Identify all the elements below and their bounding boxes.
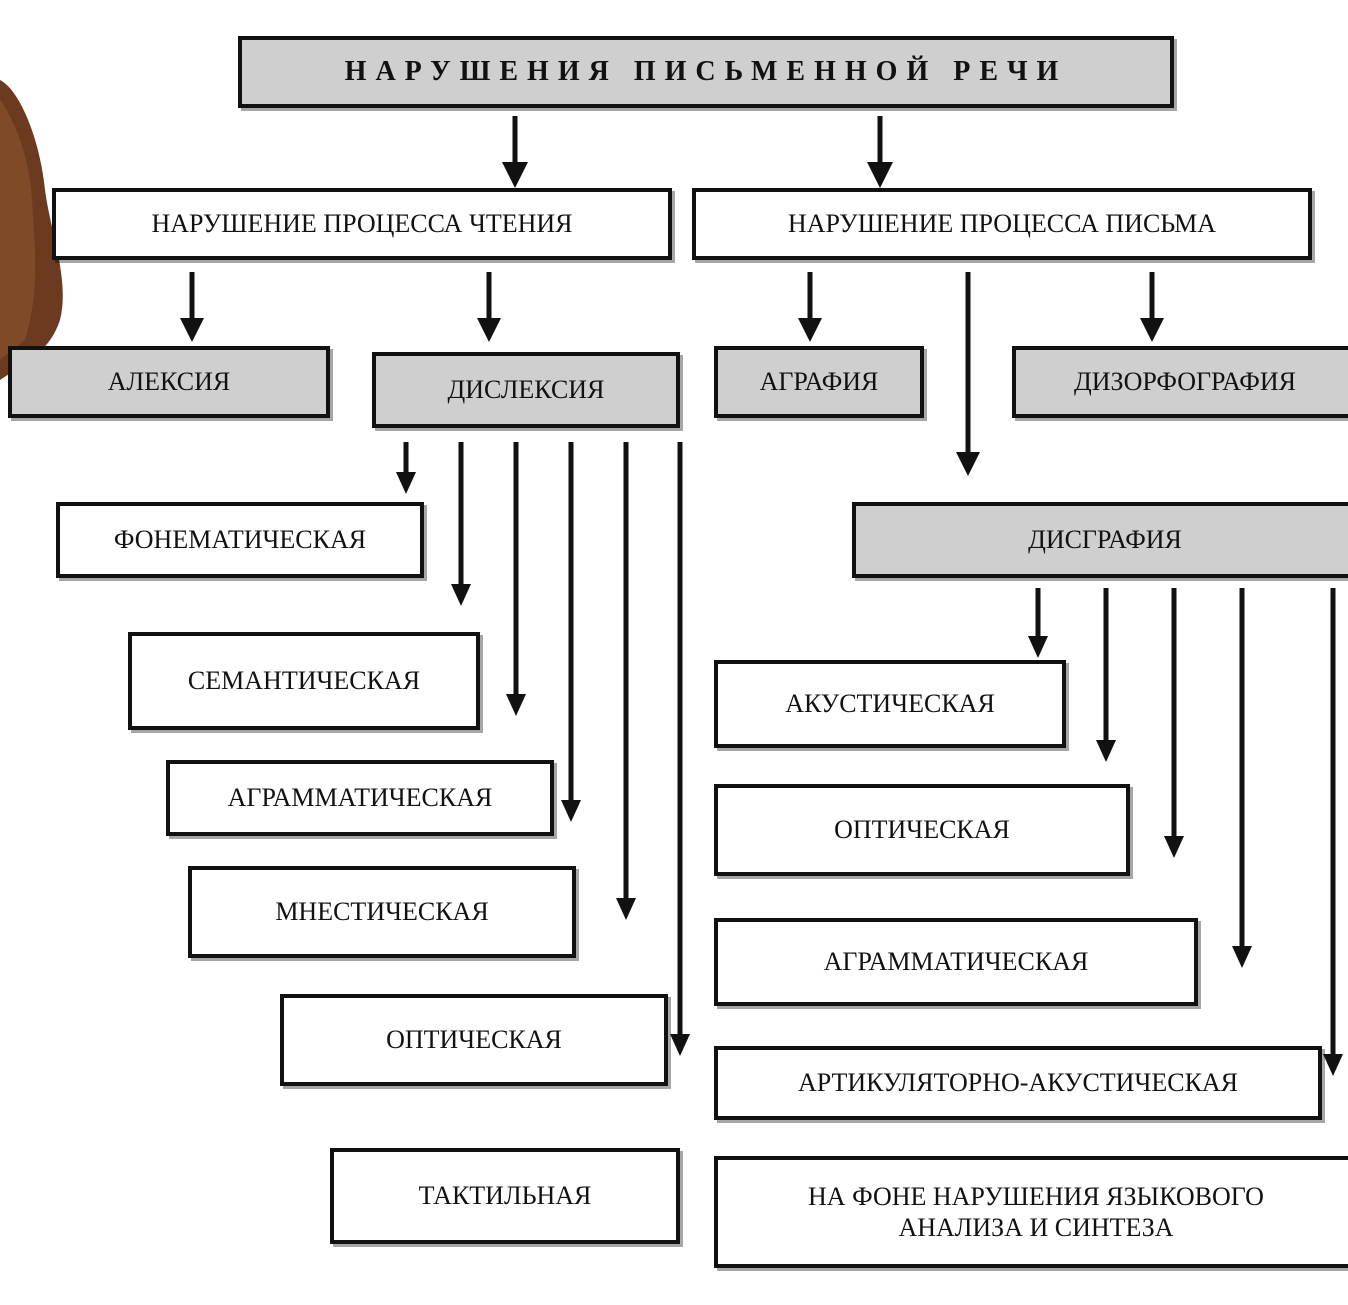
dyslexia-type-box: АГРАММАТИЧЕСКАЯ [166, 760, 554, 836]
reading-disorder-box: НАРУШЕНИЕ ПРОЦЕССА ЧТЕНИЯ [52, 188, 672, 260]
arrow-head [1323, 1054, 1343, 1076]
arrow-head [1096, 740, 1116, 762]
arrow-head [867, 162, 893, 188]
dysgraphia-type-box: АРТИКУЛЯТОРНО-АКУСТИЧЕСКАЯ [714, 1046, 1322, 1120]
arrow-head [616, 898, 636, 920]
arrow-head [180, 318, 204, 342]
dyslexia-type-box: ТАКТИЛЬНАЯ [330, 1148, 680, 1244]
arrow-head [561, 800, 581, 822]
arrow-head [502, 162, 528, 188]
dyslexia-type-box: МНЕСТИЧЕСКАЯ [188, 866, 576, 958]
arrow-head [396, 472, 416, 494]
arrow-head [956, 452, 980, 476]
dysgraphia-type-box: НА ФОНЕ НАРУШЕНИЯ ЯЗЫКОВОГО АНАЛИЗА И СИ… [714, 1156, 1348, 1268]
dysgraphia-type-box: АГРАММАТИЧЕСКАЯ [714, 918, 1198, 1006]
dysgraphia-type-box: ОПТИЧЕСКАЯ [714, 784, 1130, 876]
arrow-head [1164, 836, 1184, 858]
arrow-head [451, 584, 471, 606]
writing-disorder-box: НАРУШЕНИЕ ПРОЦЕССА ПИСЬМА [692, 188, 1312, 260]
alexia-box: АЛЕКСИЯ [8, 346, 330, 418]
dyslexia-box: ДИСЛЕКСИЯ [372, 352, 680, 428]
arrow-head [670, 1034, 690, 1056]
dysorthography-box: ДИЗОРФОГРАФИЯ [1012, 346, 1348, 418]
arrow-head [1028, 636, 1048, 658]
arrow-head [477, 318, 501, 342]
dysgraphia-box: ДИСГРАФИЯ [852, 502, 1348, 578]
arrow-head [798, 318, 822, 342]
dyslexia-type-box: СЕМАНТИЧЕСКАЯ [128, 632, 480, 730]
fur-decoration [0, 80, 63, 380]
root-box: НАРУШЕНИЯ ПИСЬМЕННОЙ РЕЧИ [238, 36, 1174, 108]
dyslexia-type-box: ОПТИЧЕСКАЯ [280, 994, 668, 1086]
dyslexia-type-box: ФОНЕМАТИЧЕСКАЯ [56, 502, 424, 578]
arrow-head [1232, 946, 1252, 968]
arrow-head [1140, 318, 1164, 342]
arrow-head [506, 694, 526, 716]
agraphia-box: АГРАФИЯ [714, 346, 924, 418]
dysgraphia-type-box: АКУСТИЧЕСКАЯ [714, 660, 1066, 748]
